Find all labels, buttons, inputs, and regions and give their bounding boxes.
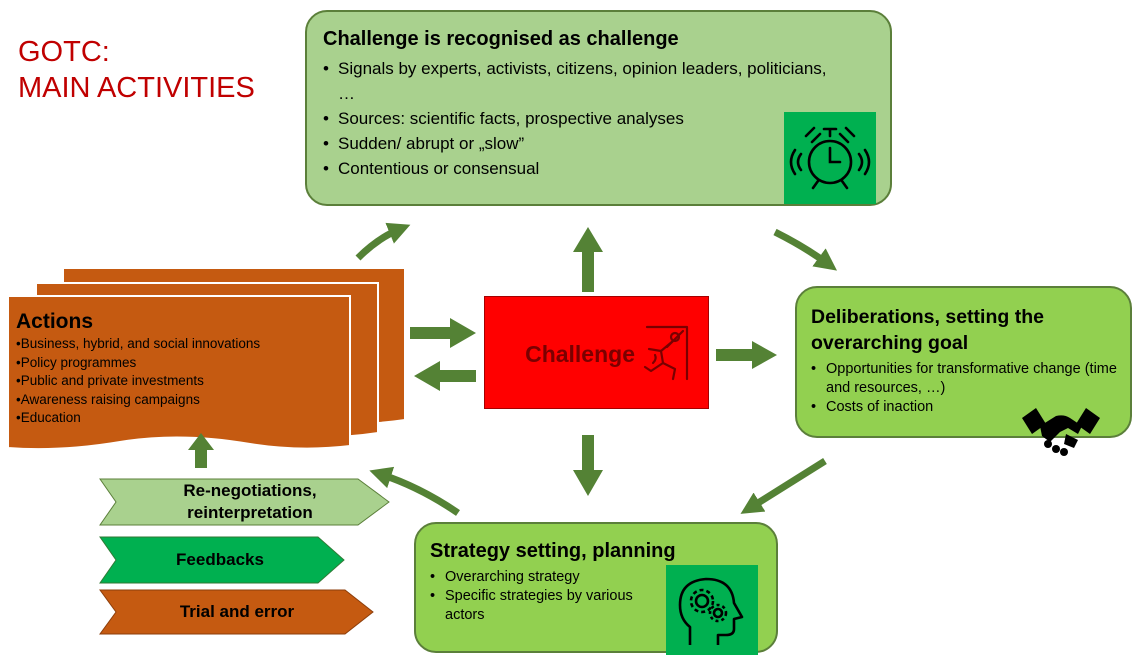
arrow-chevrons-to-actions xyxy=(188,433,214,468)
page-title-line2: MAIN ACTIVITIES xyxy=(18,72,255,104)
strategy-item: Specific strategies by various actors xyxy=(430,587,635,625)
chevron-renegotiations: Re-negotiations, reinterpretation xyxy=(150,480,350,524)
chevron-feedbacks: Feedbacks xyxy=(176,550,264,569)
actions-title: Actions xyxy=(16,310,94,333)
strategy-title: Strategy setting, planning xyxy=(430,540,676,562)
chevron-shapes xyxy=(99,478,390,635)
arrow-strategy-to-actions xyxy=(369,466,460,516)
climber-icon xyxy=(637,323,695,383)
arrow-up-to-recognition xyxy=(573,227,603,292)
recognition-item: Sudden/ abrupt or „slow” xyxy=(323,131,874,156)
block-arrows xyxy=(188,227,777,496)
recognition-item: Sources: scientific facts, prospective a… xyxy=(323,106,874,131)
challenge-box: Challenge xyxy=(484,296,709,409)
arrow-right-to-deliberations xyxy=(716,341,777,369)
deliberations-item: Costs of inaction xyxy=(811,398,1120,417)
deliberations-item: Opportunities for transformative change … xyxy=(811,360,1118,398)
arrow-actions-to-recognition xyxy=(355,222,411,261)
challenge-label: Challenge xyxy=(525,341,635,367)
strategy-item: Overarching strategy xyxy=(430,568,762,587)
page-title: GOTC: MAIN ACTIVITIES xyxy=(18,34,255,106)
arrow-recognition-to-deliberations xyxy=(773,228,838,271)
actions-item: •Awareness raising campaigns xyxy=(16,391,200,407)
actions-item: •Policy programmes xyxy=(16,354,137,370)
deliberations-title-line1: Deliberations, setting the xyxy=(811,306,1044,328)
arrow-actions-to-challenge xyxy=(410,318,476,348)
actions-documents xyxy=(7,267,406,451)
chevron-renegotiations-line1: Re-negotiations, xyxy=(183,481,317,500)
alarm-clock-icon xyxy=(784,112,876,204)
recognition-list: Signals by experts, activists, citizens,… xyxy=(323,56,874,181)
page-title-line1: GOTC: xyxy=(18,36,110,68)
cycle-arrows xyxy=(355,222,838,516)
actions-panel: Actions •Business, hybrid, and social in… xyxy=(16,309,260,428)
head-gears-icon xyxy=(666,565,758,655)
deliberations-box: Deliberations, setting the overarching g… xyxy=(795,286,1132,438)
handshake-icon xyxy=(1020,404,1102,459)
actions-list: •Business, hybrid, and social innovation… xyxy=(16,335,260,428)
chevron-renegotiations-line2: reinterpretation xyxy=(187,503,313,522)
arrow-deliberations-to-strategy xyxy=(740,458,827,514)
deliberations-list: Opportunities for transformative change … xyxy=(811,360,1120,417)
arrow-challenge-to-actions xyxy=(414,361,476,391)
actions-item: •Education xyxy=(16,410,81,425)
arrow-down-to-strategy xyxy=(573,435,603,496)
recognition-item: Signals by experts, activists, citizens,… xyxy=(323,56,838,106)
actions-item: •Public and private investments xyxy=(16,373,204,388)
recognition-item: Contentious or consensual xyxy=(323,156,874,181)
deliberations-title-line2: overarching goal xyxy=(811,332,969,354)
strategy-list: Overarching strategy Specific strategies… xyxy=(430,568,762,625)
chevron-trial-and-error: Trial and error xyxy=(179,602,295,621)
recognition-title: Challenge is recognised as challenge xyxy=(323,28,679,50)
actions-item: •Business, hybrid, and social innovation… xyxy=(16,336,261,351)
